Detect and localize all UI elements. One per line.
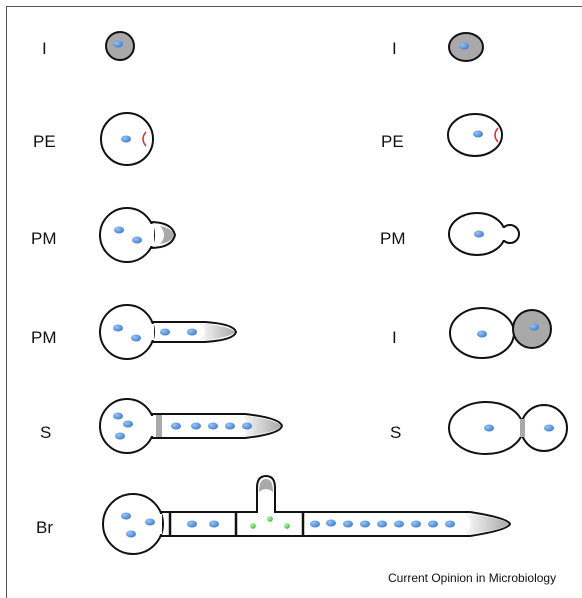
septum — [156, 415, 162, 437]
left-label-6: Br — [36, 518, 53, 537]
nucleus — [445, 520, 455, 528]
nucleus — [121, 512, 131, 520]
nucleus — [209, 520, 219, 528]
nucleus — [160, 328, 170, 336]
right-label-2: PE — [381, 132, 404, 151]
right-spore-i — [448, 32, 484, 62]
nucleus — [115, 432, 125, 440]
nucleus — [428, 520, 438, 528]
right-cell-i — [449, 307, 552, 359]
left-cell-br — [102, 474, 512, 555]
polarity-mark — [142, 131, 147, 147]
green-body — [284, 523, 290, 529]
right-cell-pe — [447, 113, 503, 157]
nucleus — [544, 424, 554, 432]
figure-credit: Current Opinion in Microbiology — [388, 571, 557, 585]
left-cell-s — [99, 398, 284, 454]
right-label-3: PM — [380, 229, 406, 248]
nucleus — [529, 323, 539, 331]
nucleus — [187, 520, 197, 528]
left-label-3: PM — [31, 229, 57, 248]
nucleus — [145, 518, 155, 526]
nucleus — [131, 334, 141, 342]
left-label-2: PE — [33, 132, 56, 151]
right-label-4: I — [392, 328, 397, 347]
left-spore-i — [105, 31, 135, 61]
nucleus — [208, 422, 218, 430]
nucleus — [377, 520, 387, 528]
nucleus — [113, 324, 123, 332]
left-label-4: PM — [31, 328, 57, 347]
right-cell-s — [448, 401, 568, 455]
nucleus — [121, 135, 131, 143]
green-body — [267, 516, 273, 522]
nucleus — [310, 520, 320, 528]
nucleus — [132, 236, 142, 244]
nucleus — [360, 520, 370, 528]
right-cell-pm — [448, 212, 520, 256]
left-label-1: I — [42, 39, 47, 58]
nucleus — [187, 328, 197, 336]
branch-tip — [259, 479, 273, 492]
nucleus — [225, 422, 235, 430]
left-cell-pm-1 — [99, 207, 177, 263]
left-label-5: S — [40, 423, 52, 442]
nucleus — [113, 40, 123, 48]
nucleus — [411, 520, 421, 528]
nucleus — [477, 330, 487, 338]
nucleus — [394, 520, 404, 528]
nucleus — [191, 422, 201, 430]
nucleus — [171, 422, 181, 430]
left-cell-pm-2 — [99, 304, 238, 360]
nucleus — [113, 412, 123, 420]
nucleus — [459, 42, 469, 50]
nucleus — [123, 420, 133, 428]
nucleus — [473, 130, 483, 138]
nucleus — [474, 230, 484, 238]
polarity-mark — [494, 127, 499, 143]
figure-frame — [6, 6, 582, 598]
nucleus — [343, 520, 353, 528]
nucleus — [242, 422, 252, 430]
green-body — [250, 523, 256, 529]
right-label-1: I — [392, 39, 397, 58]
right-label-5: S — [390, 423, 402, 442]
nucleus — [326, 519, 336, 527]
nucleus — [484, 424, 494, 432]
nucleus — [126, 530, 136, 538]
septum — [520, 419, 525, 437]
left-cell-pe — [100, 112, 154, 166]
nucleus — [114, 226, 124, 234]
